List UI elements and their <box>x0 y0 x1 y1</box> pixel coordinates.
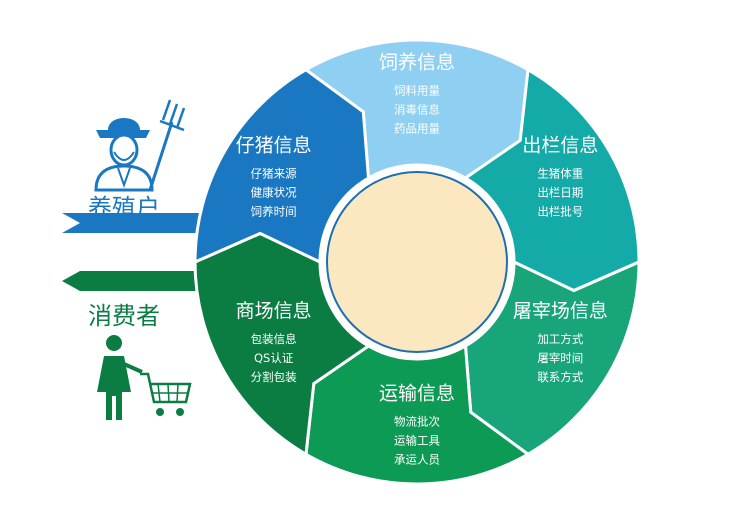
segment-item-out-2: 出栏日期 <box>537 185 583 199</box>
segment-item-piglet-2: 健康状况 <box>251 185 297 199</box>
center-disc <box>326 171 508 353</box>
segment-item-transport-1: 物流批次 <box>394 415 440 429</box>
segment-item-transport-3: 承运人员 <box>394 453 440 467</box>
segment-title-feed: 饲养信息 <box>379 52 455 74</box>
shopper-cart-icon <box>97 335 192 420</box>
farmer-role-label: 养殖户 <box>88 194 160 222</box>
segment-title-piglet: 仔猪信息 <box>236 134 312 156</box>
consumer-role-label: 消费者 <box>88 302 160 330</box>
segment-item-slaughter-3: 联系方式 <box>537 370 583 384</box>
segment-title-transport: 运输信息 <box>379 383 455 405</box>
segment-item-market-2: QS认证 <box>254 351 294 365</box>
segment-item-piglet-3: 饲养时间 <box>251 204 297 218</box>
segment-item-feed-1: 饲料用量 <box>394 84 440 98</box>
segment-title-out: 出栏信息 <box>522 134 598 156</box>
segment-item-market-1: 包装信息 <box>251 332 297 346</box>
segment-item-piglet-1: 仔猪来源 <box>251 166 297 180</box>
segment-item-slaughter-2: 屠宰时间 <box>537 351 583 365</box>
segment-item-out-3: 出栏批号 <box>537 204 583 218</box>
segment-item-out-1: 生猪体重 <box>537 166 583 180</box>
segment-title-market: 商场信息 <box>236 300 312 322</box>
segment-item-transport-2: 运输工具 <box>394 434 440 448</box>
farmer-icon <box>94 99 186 192</box>
segment-item-market-3: 分割包装 <box>251 370 297 384</box>
segment-item-slaughter-1: 加工方式 <box>537 332 583 346</box>
segment-item-feed-3: 药品用量 <box>394 122 440 136</box>
segment-title-slaughter: 屠宰场信息 <box>513 300 608 322</box>
segment-item-feed-2: 消毒信息 <box>394 103 440 117</box>
